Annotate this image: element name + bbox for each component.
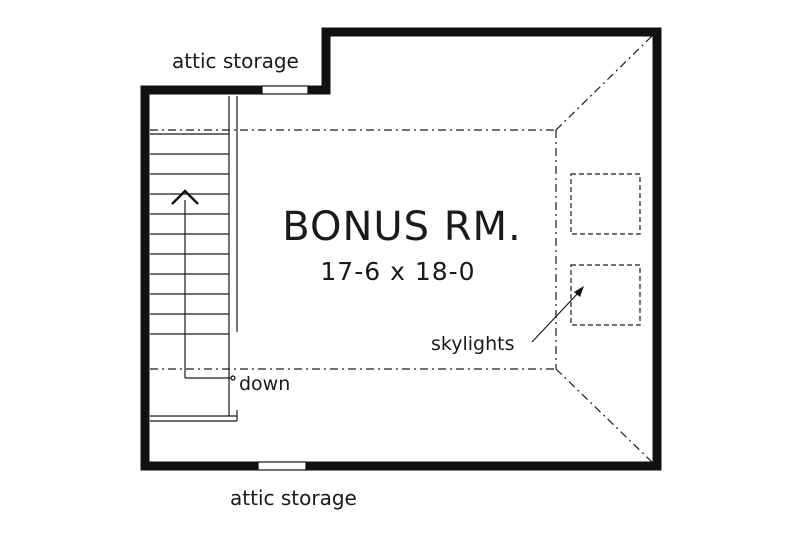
attic-storage-bottom-label: attic storage: [230, 486, 357, 510]
attic-storage-top-label: attic storage: [172, 49, 299, 73]
stair-down-label: down: [239, 373, 290, 395]
room-name: BONUS RM.: [282, 204, 522, 250]
exterior-wall: [140, 27, 662, 471]
top-opening: [261, 85, 309, 95]
room-dimensions: 17-6 x 18-0: [320, 257, 475, 286]
skylights-label: skylights: [431, 333, 514, 355]
skylights-leader: [531, 286, 584, 343]
stair: [150, 96, 238, 422]
stair-arrow: [171, 189, 236, 381]
skylight-lower: [570, 264, 641, 326]
ceiling-slope-lines: [150, 35, 653, 463]
skylight-upper: [570, 173, 641, 235]
bottom-opening: [257, 461, 307, 471]
